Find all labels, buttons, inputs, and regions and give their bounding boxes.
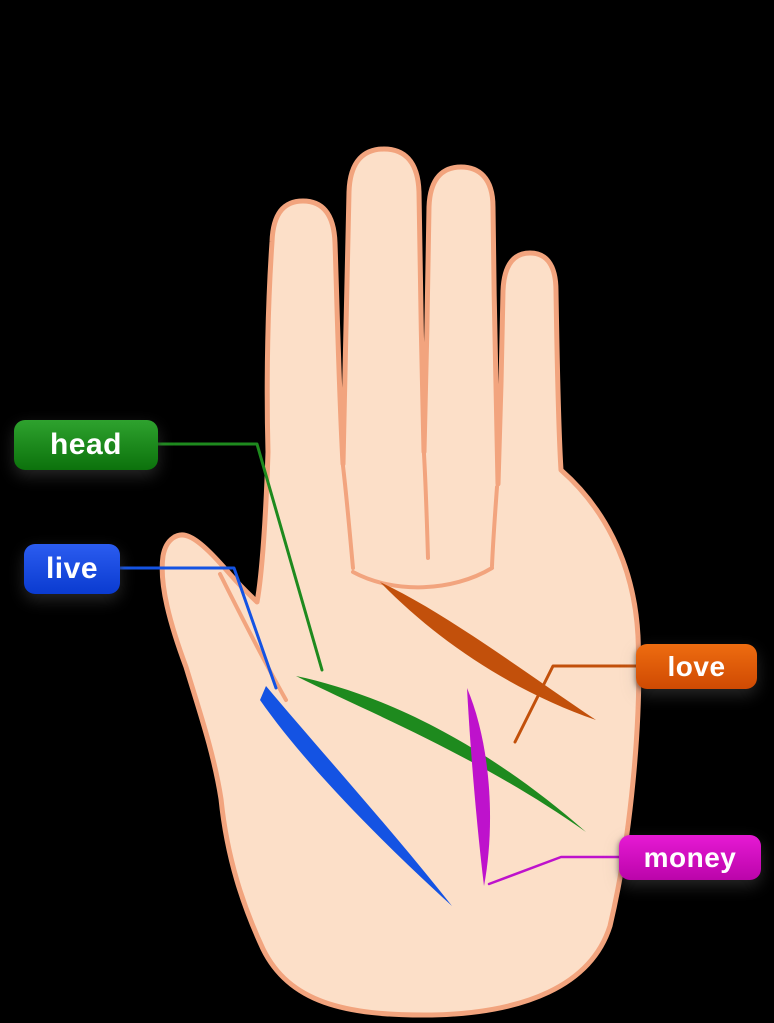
label-live: live (24, 544, 120, 594)
live-line (260, 686, 452, 906)
finger-crease-ring-pinky (490, 485, 499, 568)
label-head-text: head (49, 428, 123, 461)
label-money: money (619, 835, 761, 880)
palm-top-crease (351, 566, 494, 590)
label-money-text: money (643, 841, 737, 873)
label-head: head (14, 420, 158, 470)
money-leader-line (487, 855, 622, 886)
head-leader-line (156, 442, 324, 672)
hand-silhouette (159, 146, 642, 1018)
finger-crease-middle-ring (422, 452, 430, 560)
label-love-text: love (667, 650, 726, 682)
label-love: love (636, 644, 757, 689)
thumb-crease (218, 572, 288, 702)
finger-crease-index-middle (341, 464, 355, 570)
label-live-text: live (45, 552, 99, 585)
love-leader-line (513, 664, 639, 744)
live-leader-line (117, 566, 278, 690)
money-line (467, 688, 491, 886)
